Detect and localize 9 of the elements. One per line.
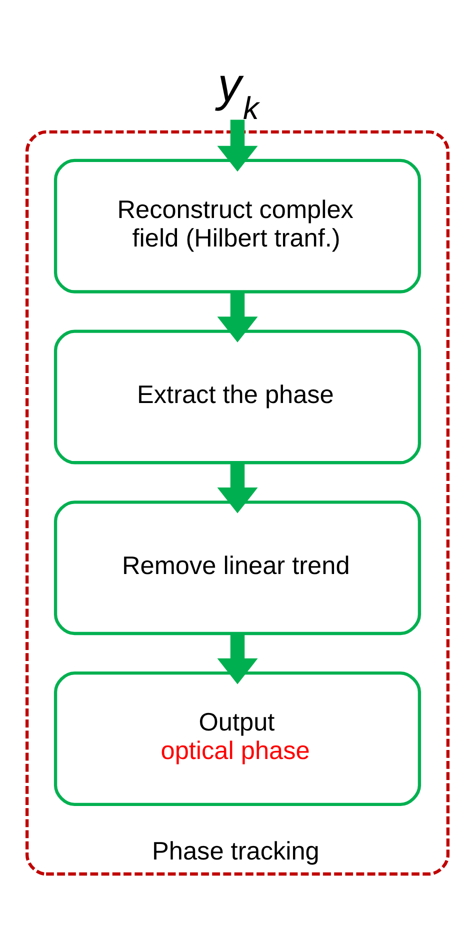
arrow (217, 120, 258, 172)
node-box: Reconstruct complex field (Hilbert tranf.) (54, 158, 422, 294)
arrow (217, 634, 258, 684)
node-box: Extract the phase (54, 330, 422, 464)
node-box: Remove linear trend (54, 500, 422, 636)
arrow (217, 292, 258, 342)
arrow (217, 462, 258, 514)
node-text: y$_{k}$ (218, 59, 259, 126)
node-box: Output optical phase (54, 671, 422, 806)
